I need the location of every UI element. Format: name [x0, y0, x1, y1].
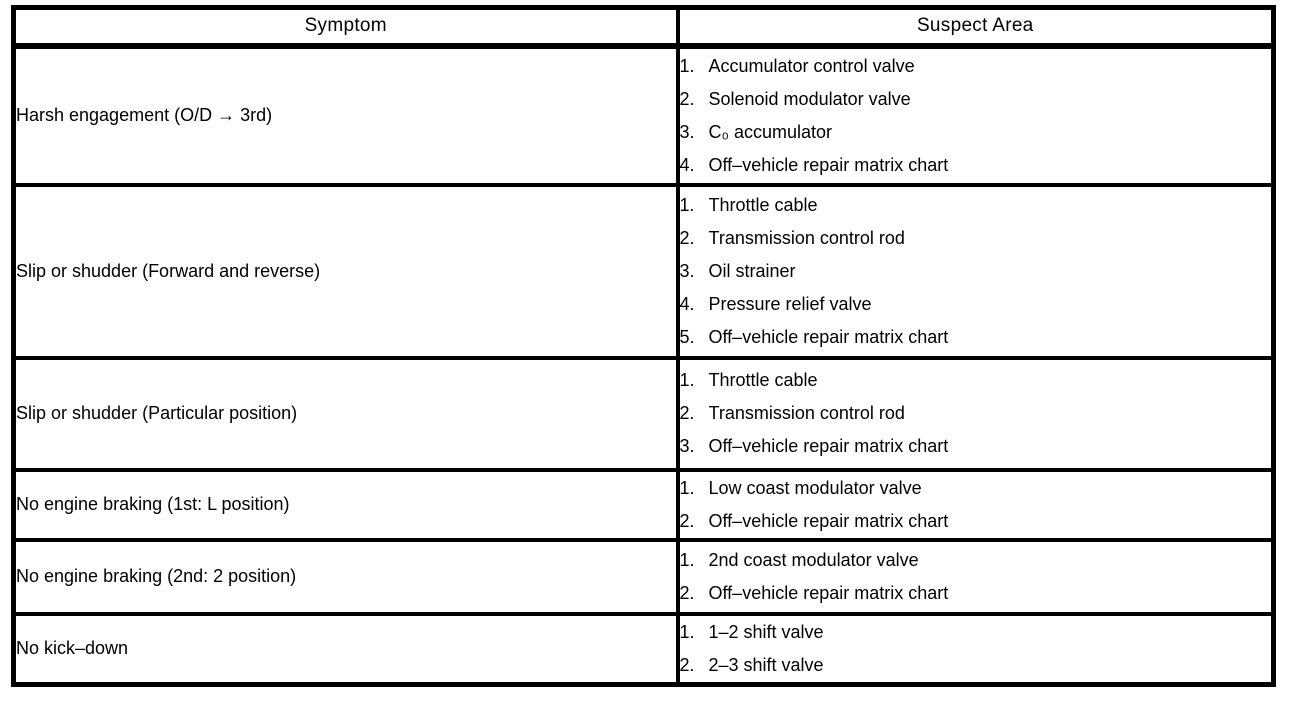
- suspect-item-text: 2nd coast modulator valve: [708, 549, 919, 570]
- symptom-text: No kick–down: [16, 638, 129, 659]
- suspect-item-text: Pressure relief valve: [708, 293, 872, 314]
- suspect-area-cell: 1. Throttle cable 2. Transmission control r…: [675, 355, 1276, 472]
- table-row: No engine braking (1st: L position) 1. Low…: [11, 467, 1276, 542]
- suspect-list-item: 3. Oil strainer: [680, 255, 1272, 288]
- suspect-item-number: 2.: [679, 88, 695, 109]
- suspect-item-text: Oil strainer: [708, 260, 796, 281]
- suspect-area-cell: 1. Throttle cable 2. Transmission control r…: [675, 182, 1276, 360]
- suspect-item-number: 1.: [679, 621, 695, 642]
- suspect-list-item: 5. Off–vehicle repair matrix chart: [680, 321, 1272, 354]
- suspect-list: 1. 2nd coast modulator valve 2. Off–vehicle…: [680, 544, 1272, 610]
- suspect-list-item: 1. Throttle cable: [680, 189, 1272, 222]
- suspect-list: 1. Accumulator control valve 2. Solenoid mo…: [680, 50, 1272, 182]
- suspect-item-number: 1.: [679, 194, 695, 215]
- suspect-item-number: 4.: [679, 293, 695, 314]
- symptom-cell: No engine braking (2nd: 2 position): [11, 537, 680, 616]
- table-row: Slip or shudder (Forward and reverse) 1. T…: [11, 182, 1276, 360]
- suspect-list-item: 1. 2nd coast modulator valve: [680, 544, 1272, 577]
- suspect-list-item: 4. Pressure relief valve: [680, 288, 1272, 321]
- suspect-item-number: 2.: [679, 403, 695, 423]
- suspect-item-number: 1.: [679, 549, 695, 570]
- suspect-list-item: 1. Low coast modulator valve: [680, 472, 1272, 505]
- suspect-item-number: 2.: [679, 582, 695, 603]
- symptom-cell: Slip or shudder (Particular position): [11, 355, 680, 472]
- suspect-item-text: Transmission control rod: [708, 227, 905, 248]
- symptom-text: Slip or shudder (Particular position): [16, 403, 298, 423]
- suspect-item-number: 5.: [679, 326, 695, 347]
- table-row: No engine braking (2nd: 2 position) 1. 2nd…: [11, 537, 1276, 616]
- suspect-list: 1. Throttle cable 2. Transmission control r…: [680, 189, 1272, 354]
- suspect-item-number: 2.: [679, 654, 695, 675]
- suspect-item-number: 1.: [679, 370, 695, 390]
- suspect-item-number: 1.: [679, 55, 695, 76]
- suspect-item-text: Accumulator control valve: [708, 55, 915, 76]
- suspect-list-item: 2. Transmission control rod: [680, 397, 1272, 430]
- suspect-list: 1. 1–2 shift valve 2. 2–3 shift valve: [680, 616, 1272, 682]
- symptom-cell: Slip or shudder (Forward and reverse): [11, 182, 680, 360]
- suspect-item-text: 2–3 shift valve: [708, 654, 824, 675]
- table-row: Harsh engagement (O/D → 3rd) 1. Accumulato…: [11, 43, 1276, 187]
- suspect-item-text: Off–vehicle repair matrix chart: [708, 326, 949, 347]
- suspect-list-item: 2. 2–3 shift valve: [680, 649, 1272, 682]
- suspect-area-cell: 1. Low coast modulator valve 2. Off–vehicle…: [675, 467, 1276, 542]
- suspect-list-item: 4. Off–vehicle repair matrix chart: [680, 149, 1272, 182]
- suspect-item-text: C₀ accumulator: [708, 121, 833, 142]
- suspect-list-item: 3. C₀ accumulator: [680, 116, 1272, 149]
- suspect-item-text: Low coast modulator valve: [708, 477, 922, 498]
- suspect-area-cell: 1. 2nd coast modulator valve 2. Off–vehicle…: [675, 537, 1276, 616]
- symptom-text: No engine braking (1st: L position): [16, 494, 290, 514]
- symptom-cell: No kick–down: [11, 611, 680, 687]
- suspect-item-text: Off–vehicle repair matrix chart: [708, 582, 949, 603]
- suspect-area-cell: 1. Accumulator control valve 2. Solenoid mo…: [675, 43, 1276, 187]
- table-row: No kick–down 1. 1–2 shift valve 2. 2–3 shift…: [11, 611, 1276, 687]
- suspect-item-number: 4.: [679, 154, 695, 175]
- suspect-list-item: 3. Off–vehicle repair matrix chart: [680, 430, 1272, 463]
- suspect-item-number: 2.: [679, 510, 695, 531]
- table-row: Slip or shudder (Particular position) 1. T…: [11, 355, 1276, 472]
- suspect-list-item: 1. Accumulator control valve: [680, 50, 1272, 83]
- symptom-text: Slip or shudder (Forward and reverse): [16, 260, 321, 281]
- suspect-item-text: Off–vehicle repair matrix chart: [708, 154, 949, 175]
- suspect-item-number: 1.: [679, 477, 695, 498]
- suspect-list-item: 2. Off–vehicle repair matrix chart: [680, 577, 1272, 610]
- suspect-item-number: 3.: [679, 436, 695, 456]
- symptom-text: No engine braking (2nd: 2 position): [16, 566, 297, 586]
- suspect-list-item: 2. Transmission control rod: [680, 222, 1272, 255]
- suspect-item-text: Off–vehicle repair matrix chart: [708, 510, 949, 531]
- suspect-list: 1. Throttle cable 2. Transmission control r…: [680, 364, 1272, 463]
- symptom-cell: No engine braking (1st: L position): [11, 467, 680, 542]
- suspect-area-cell: 1. 1–2 shift valve 2. 2–3 shift valve: [675, 611, 1276, 687]
- suspect-item-number: 3.: [679, 260, 695, 281]
- symptom-text: Harsh engagement (O/D → 3rd): [16, 105, 273, 125]
- header-row: Symptom Suspect Area: [11, 5, 1276, 49]
- suspect-item-text: Transmission control rod: [708, 403, 905, 423]
- suspect-list-item: 2. Solenoid modulator valve: [680, 83, 1272, 116]
- column-header-suspect-area: Suspect Area: [675, 5, 1276, 49]
- suspect-list-item: 1. Throttle cable: [680, 364, 1272, 397]
- suspect-item-text: Throttle cable: [708, 194, 818, 215]
- suspect-list-item: 1. 1–2 shift valve: [680, 616, 1272, 649]
- suspect-item-text: Throttle cable: [708, 370, 818, 390]
- suspect-item-number: 3.: [679, 121, 695, 142]
- suspect-item-text: 1–2 shift valve: [708, 621, 824, 642]
- symptom-suspect-table: Symptom Suspect Area Harsh engagement (O…: [11, 5, 1276, 687]
- suspect-list: 1. Low coast modulator valve 2. Off–vehicle…: [680, 472, 1272, 538]
- column-header-symptom: Symptom: [11, 5, 680, 49]
- suspect-list-item: 2. Off–vehicle repair matrix chart: [680, 505, 1272, 538]
- suspect-item-text: Off–vehicle repair matrix chart: [708, 436, 949, 456]
- suspect-item-number: 2.: [679, 227, 695, 248]
- suspect-item-text: Solenoid modulator valve: [708, 88, 911, 109]
- symptom-cell: Harsh engagement (O/D → 3rd): [11, 43, 680, 187]
